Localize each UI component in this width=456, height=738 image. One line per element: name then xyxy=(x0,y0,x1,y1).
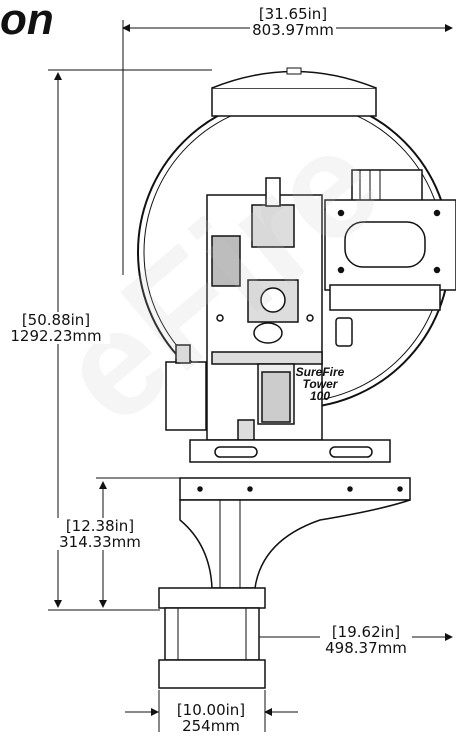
bolt xyxy=(433,209,441,217)
width-dimension-label: [31.65in] 803.97mm xyxy=(250,6,336,38)
base-depth-in: [19.62in] xyxy=(331,623,401,641)
gauge xyxy=(253,322,283,344)
junction-box xyxy=(165,344,207,431)
foot-width-in: [10.00in] xyxy=(176,701,246,719)
foot-collar-bottom xyxy=(158,659,266,689)
pressure-switch xyxy=(211,235,241,287)
width-mm: 803.97mm xyxy=(252,21,334,39)
top-fitting xyxy=(265,177,281,207)
bolt xyxy=(433,266,441,274)
foot-width-dimension-label: [10.00in] 254mm xyxy=(166,702,256,734)
width-in: [31.65in] xyxy=(258,5,328,23)
junction-box-cap xyxy=(175,344,191,364)
bracket-slot-left xyxy=(214,446,258,458)
base-height-mm: 314.33mm xyxy=(59,533,141,551)
panel-bolt xyxy=(306,314,314,322)
foot-column xyxy=(164,607,260,661)
filter-bowl xyxy=(261,371,291,423)
motor-assembly xyxy=(324,169,456,347)
brand-name: SureFire xyxy=(295,365,345,379)
motor-drive xyxy=(329,284,441,311)
base-height-in: [12.38in] xyxy=(65,517,135,535)
junction-box-body xyxy=(165,361,207,431)
base-height-dimension-label: [12.38in] 314.33mm xyxy=(54,518,146,550)
valve-fitting xyxy=(335,317,353,347)
top-hopper xyxy=(211,87,377,117)
control-panel xyxy=(206,177,323,441)
pedestal-leg xyxy=(179,499,411,589)
drain-fitting xyxy=(237,419,255,441)
lid-knob xyxy=(286,67,302,75)
motor-housing xyxy=(351,169,423,205)
pipe-main xyxy=(211,351,323,365)
pump-center xyxy=(260,287,286,313)
model-name: Tower xyxy=(302,377,338,391)
controller-box xyxy=(251,204,295,248)
base-depth-dimension-label: [19.62in] 498.37mm xyxy=(320,624,412,656)
base-plate xyxy=(179,477,411,501)
page-title: on xyxy=(0,0,54,44)
height-in: [50.88in] xyxy=(21,311,91,329)
brand-label: SureFire Tower 100 xyxy=(295,366,345,402)
mount-slot xyxy=(344,221,426,268)
model-number: 100 xyxy=(309,389,331,403)
height-dimension-label: [50.88in] 1292.23mm xyxy=(2,312,110,344)
bolt xyxy=(337,209,345,217)
base-depth-mm: 498.37mm xyxy=(325,639,407,657)
foot-width-mm: 254mm xyxy=(182,717,240,735)
height-mm: 1292.23mm xyxy=(10,327,102,345)
bracket-slot-right xyxy=(329,446,373,458)
panel-bolt xyxy=(216,314,224,322)
pedestal xyxy=(158,439,411,689)
foot-collar-top xyxy=(158,587,266,609)
bolt xyxy=(337,266,345,274)
